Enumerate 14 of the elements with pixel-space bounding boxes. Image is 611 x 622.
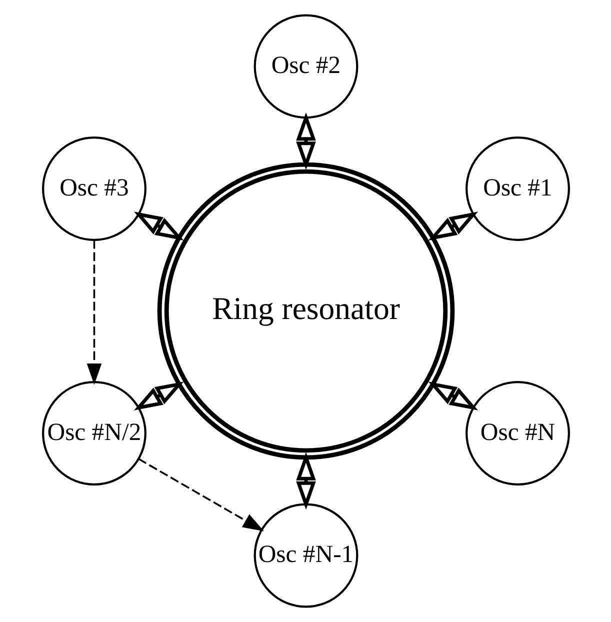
node-circle: Osc #N <box>465 381 570 486</box>
arrow <box>133 382 184 410</box>
arrow <box>138 458 264 532</box>
arrow <box>428 382 478 410</box>
node-circle: Osc #3 <box>42 136 146 241</box>
arrow <box>133 212 184 240</box>
node-circle: Osc #2 <box>253 14 358 119</box>
arrow <box>296 112 316 170</box>
node-circle: Osc #N/2 <box>42 381 146 486</box>
arrow <box>428 212 478 240</box>
arrow <box>86 240 102 385</box>
node-circle: Osc #1 <box>465 136 570 241</box>
arrow <box>296 452 316 510</box>
node-circle: Osc #N-1 <box>253 503 358 608</box>
